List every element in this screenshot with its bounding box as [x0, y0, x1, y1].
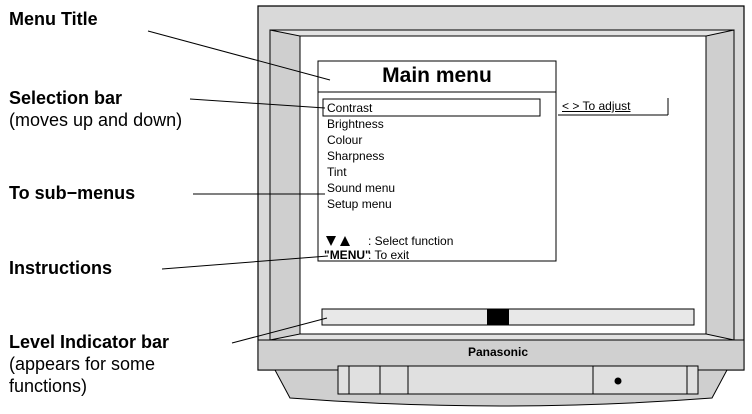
menu-panel	[317, 60, 557, 262]
power-button-icon	[614, 377, 622, 385]
down-up-triangle-icon	[326, 236, 350, 246]
menu-item-colour[interactable]: Colour	[327, 133, 363, 147]
callout-instructions-label: Instructions	[9, 258, 113, 278]
callout-level-bar-note-1: (appears for some	[9, 354, 156, 374]
lower-bezel	[257, 339, 745, 371]
leader-selection-bar	[189, 98, 326, 109]
callout-menu-title: Menu Title	[9, 8, 98, 30]
menu-item-tint[interactable]: Tint	[327, 165, 347, 179]
callout-level-bar-note-2: functions)	[9, 376, 88, 396]
right-side-panel	[705, 29, 735, 341]
level-indicator-marker	[487, 309, 509, 325]
menu-item-sharpness[interactable]: Sharpness	[327, 149, 385, 163]
instruction-select-text: : Select function	[368, 234, 454, 248]
menu-title: Main menu	[382, 64, 492, 87]
menu-item-brightness[interactable]: Brightness	[327, 117, 384, 131]
leader-level-bar	[231, 317, 328, 344]
callout-instructions: Instructions	[9, 257, 112, 279]
callout-level-bar-label: Level Indicator bar	[9, 332, 170, 352]
callout-sub-menus-label: To sub−menus	[9, 183, 136, 203]
instruction-exit-text: : To exit	[368, 248, 410, 262]
menu-list: Contrast Brightness Colour Sharpness Tin…	[327, 100, 537, 212]
callout-selection-bar-label: Selection bar	[9, 88, 123, 108]
left-side-panel	[269, 29, 301, 341]
callout-selection-bar: Selection bar (moves up and down)	[9, 87, 182, 131]
menu-item-sound-menu[interactable]: Sound menu	[327, 181, 396, 195]
leader-instructions	[161, 255, 329, 270]
callout-menu-title-label: Menu Title	[9, 9, 98, 29]
menu-item-contrast[interactable]: Contrast	[327, 101, 373, 115]
control-panel	[337, 365, 699, 395]
leader-menu-title	[147, 30, 331, 81]
menu-item-setup-menu[interactable]: Setup menu	[327, 197, 392, 211]
callout-sub-menus: To sub−menus	[9, 182, 135, 204]
instruction-menu-key: "MENU"	[324, 248, 371, 262]
callout-level-bar: Level Indicator bar (appears for some fu…	[9, 331, 169, 397]
callout-selection-bar-note: (moves up and down)	[9, 110, 183, 130]
adjust-hint: < > To adjust	[562, 99, 631, 113]
brand-logo: Panasonic	[467, 345, 529, 359]
